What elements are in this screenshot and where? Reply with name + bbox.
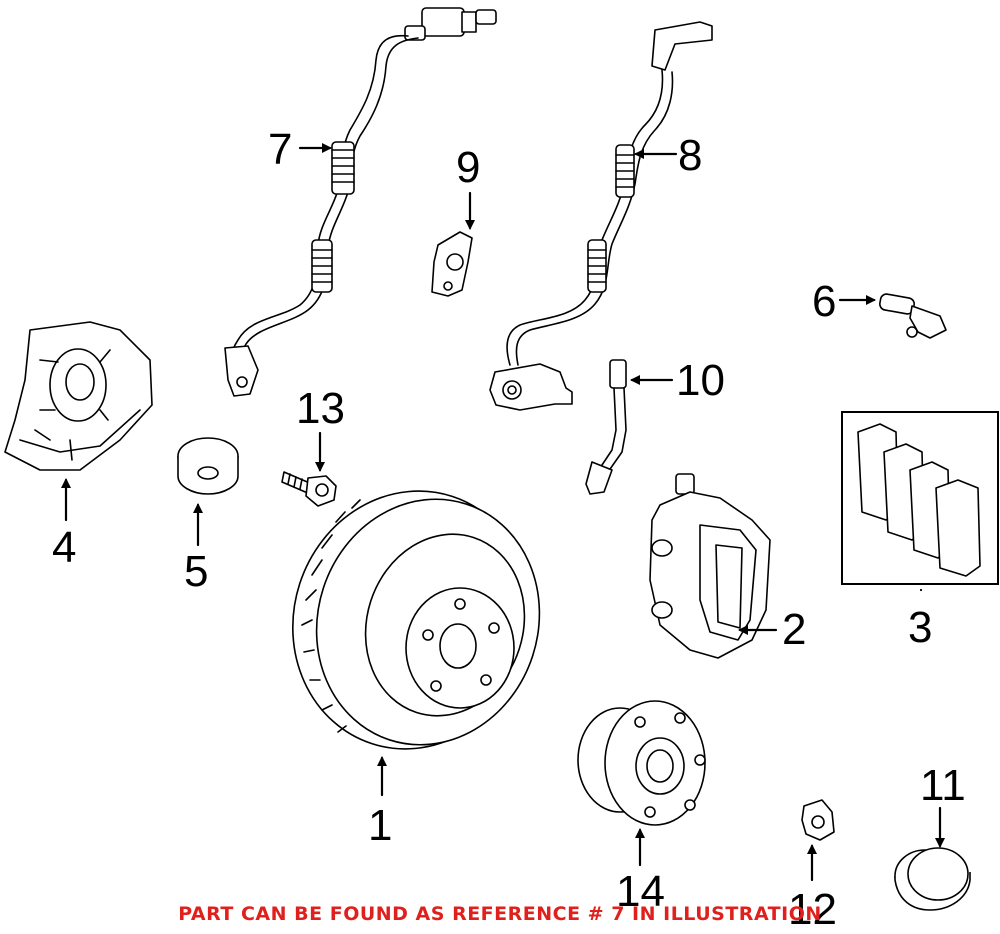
brake-hose[interactable] (585, 359, 627, 495)
callout-2: 2 (782, 605, 807, 654)
sensor-bracket[interactable] (431, 231, 473, 297)
callout-14: 14 (616, 867, 665, 916)
grease-cap[interactable] (894, 847, 971, 911)
callout-13: 13 (296, 384, 345, 433)
splash-shield[interactable] (4, 321, 153, 471)
callout-7: 7 (268, 125, 293, 174)
callout-6: 6 (812, 277, 837, 326)
brake-rotor[interactable] (260, 460, 571, 780)
callout-9: 9 (456, 143, 481, 192)
brake-caliper[interactable] (649, 473, 771, 659)
callout-8: 8 (678, 131, 703, 180)
callout-5: 5 (184, 547, 209, 596)
callout-arrows (61, 143, 945, 882)
retaining-clip[interactable] (801, 799, 835, 841)
callout-12: 12 (788, 885, 837, 934)
wheel-hub[interactable] (577, 700, 706, 826)
caliper-bolt[interactable] (281, 471, 337, 507)
callout-11: 11 (920, 761, 966, 810)
callout-10: 10 (676, 356, 725, 405)
callout-4: 4 (52, 523, 77, 572)
abs-sensor-wire-right[interactable] (489, 21, 713, 411)
brake-pad-wear-sensor[interactable] (879, 293, 947, 339)
callout-3: 3 (908, 603, 933, 652)
bushing[interactable] (177, 437, 239, 495)
abs-sensor-wire-left[interactable] (224, 7, 497, 397)
callout-1: 1 (368, 801, 393, 850)
reference-note: PART CAN BE FOUND AS REFERENCE # 7 IN IL… (178, 903, 822, 925)
brake-pad-set[interactable] (841, 411, 999, 585)
